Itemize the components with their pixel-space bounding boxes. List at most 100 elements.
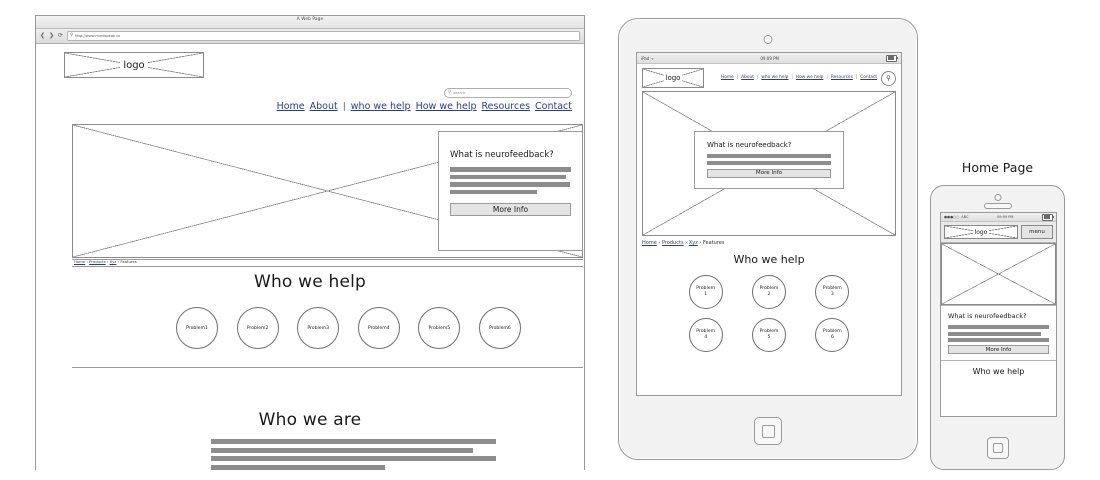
nav-item-how-we-help[interactable]: How we help [795,75,824,80]
nav-item-contact[interactable]: Contact [860,75,877,80]
carrier-label: iPad [641,55,650,61]
nav-divider: | [342,102,346,112]
problem-circle[interactable]: Problem1 [176,307,218,349]
breadcrumb-item-home[interactable]: Home [642,240,657,246]
logo-label: logo [972,228,990,236]
problem-number: 4 [704,335,708,340]
breadcrumb-item-products[interactable]: Products [89,259,106,264]
breadcrumb-item-products[interactable]: Products [661,240,684,246]
who-we-help-title: Who we help [941,360,1056,382]
earpiece-speaker-icon [983,203,1012,209]
text-bar [707,160,831,165]
breadcrumb: Home › Products › Xyz › Features [74,259,137,264]
address-bar[interactable]: ⚲ http://www.mindspeak.co [67,31,580,41]
breadcrumb-item-home[interactable]: Home [74,259,86,264]
tablet-hero: What is neurofeedback? More Info [642,91,896,236]
text-bar [211,439,496,444]
forward-icon[interactable]: ❯ [49,32,55,39]
hero-card-title: What is neurofeedback? [948,312,1027,320]
phone-screen: ●●●○○ ABC 09:09 PM logo menu What is neu… [940,212,1057,417]
nav-item-about[interactable]: About [309,101,338,112]
home-button[interactable] [754,417,782,445]
problem-label: Problem [696,328,716,334]
problem-label: Problem [822,328,842,334]
nav-divider: | [756,75,759,80]
text-bar [450,174,567,179]
nav-item-how-we-help[interactable]: How we help [415,101,477,112]
problem-circle[interactable]: Problem 5 [751,318,786,352]
problem-circle[interactable]: Problem 1 [688,275,723,309]
problem-circle[interactable]: Problem4 [357,307,400,349]
nav-divider: | [826,75,828,80]
phone-device-frame: ●●●○○ ABC 09:09 PM logo menu What is neu… [930,185,1065,470]
hero-info-card: What is neurofeedback? More Info [694,131,844,189]
text-bar [450,167,571,172]
hero-card-title: What is neurofeedback? [707,141,792,149]
breadcrumb-item-xyz[interactable]: Xyz [109,259,117,264]
desktop-page-content: logo ⚲ search Home About | who we help H… [36,44,584,472]
menu-button[interactable]: menu [1021,225,1053,239]
nav-item-resources[interactable]: Resources [481,101,531,112]
wifi-icon: ▿ [651,55,654,61]
problem-circle[interactable]: Problem3 [297,307,340,349]
tablet-main-nav: Home | About | who we help | How we help… [708,75,877,81]
more-info-button[interactable]: More Info [450,203,571,216]
breadcrumb-separator: › [86,259,88,264]
phone-caption: Home Page [961,160,1034,175]
nav-item-about[interactable]: About [741,75,754,80]
logo-label: logo [120,59,148,71]
problem-circle[interactable]: Problem 2 [751,275,786,309]
search-input[interactable]: ⚲ search [444,88,572,98]
breadcrumb-separator: › [658,240,661,246]
signal-strength-icon: ●●●○○ [944,215,960,219]
back-icon[interactable]: ❮ [40,32,46,39]
hero-card-text-placeholder [707,154,831,165]
text-bar [211,447,474,453]
logo-label: logo [663,74,683,82]
text-bar [211,464,385,470]
nav-item-resources[interactable]: Resources [830,75,853,80]
desktop-main-nav: Home About | who we help How we help Res… [277,101,572,112]
problem-circle[interactable]: Problem 4 [688,318,723,352]
logo-placeholder: logo [642,68,704,88]
nav-item-home[interactable]: Home [721,75,734,80]
desktop-logo-row: logo [36,44,584,78]
browser-window-title: A Web Page [296,17,324,22]
breadcrumb-separator: › [685,240,688,246]
text-bar [948,325,1049,329]
nav-item-who-we-help[interactable]: who we help [761,75,789,80]
nav-divider: | [791,75,793,80]
problem-circle[interactable]: Problem 6 [815,318,850,352]
section-divider [72,266,583,267]
nav-item-contact[interactable]: Contact [535,101,572,112]
front-camera-icon [763,35,773,44]
phone-header: logo menu [941,222,1056,243]
reload-icon[interactable]: ⟳ [58,32,64,39]
tablet-header: logo Home | About | who we help | How we… [637,64,901,91]
breadcrumb: Home › Products › Xyz › Features [642,240,901,246]
problem-label: Problem [759,285,779,291]
breadcrumb-item-xyz[interactable]: Xyz [688,240,698,246]
problem-circle[interactable]: Problem6 [478,307,521,349]
text-bar [948,331,1041,336]
problem-circle[interactable]: Problem 3 [815,275,850,309]
nav-item-who-we-help[interactable]: who we help [350,101,411,112]
battery-icon [886,54,898,62]
hero-card-text-placeholder [948,325,1049,342]
problem-circle[interactable]: Problem5 [418,307,461,349]
more-info-button[interactable]: More Info [707,168,831,178]
nav-item-home[interactable]: Home [276,101,305,112]
nav-divider: | [736,75,739,80]
address-bar-url: http://www.mindspeak.co [74,34,121,38]
more-info-button[interactable]: More Info [948,345,1049,354]
home-button[interactable] [986,437,1009,459]
search-icon[interactable]: ⚲ [881,70,896,86]
tablet-status-bar: iPad ▿ 09:09 PM [637,53,901,64]
problem-label: Problem [759,328,779,334]
problem-number: 5 [767,335,771,340]
breadcrumb-separator: › [106,259,109,264]
problem-circle[interactable]: Problem2 [236,307,279,349]
text-bar [707,154,831,158]
problem-number: 3 [830,292,834,297]
